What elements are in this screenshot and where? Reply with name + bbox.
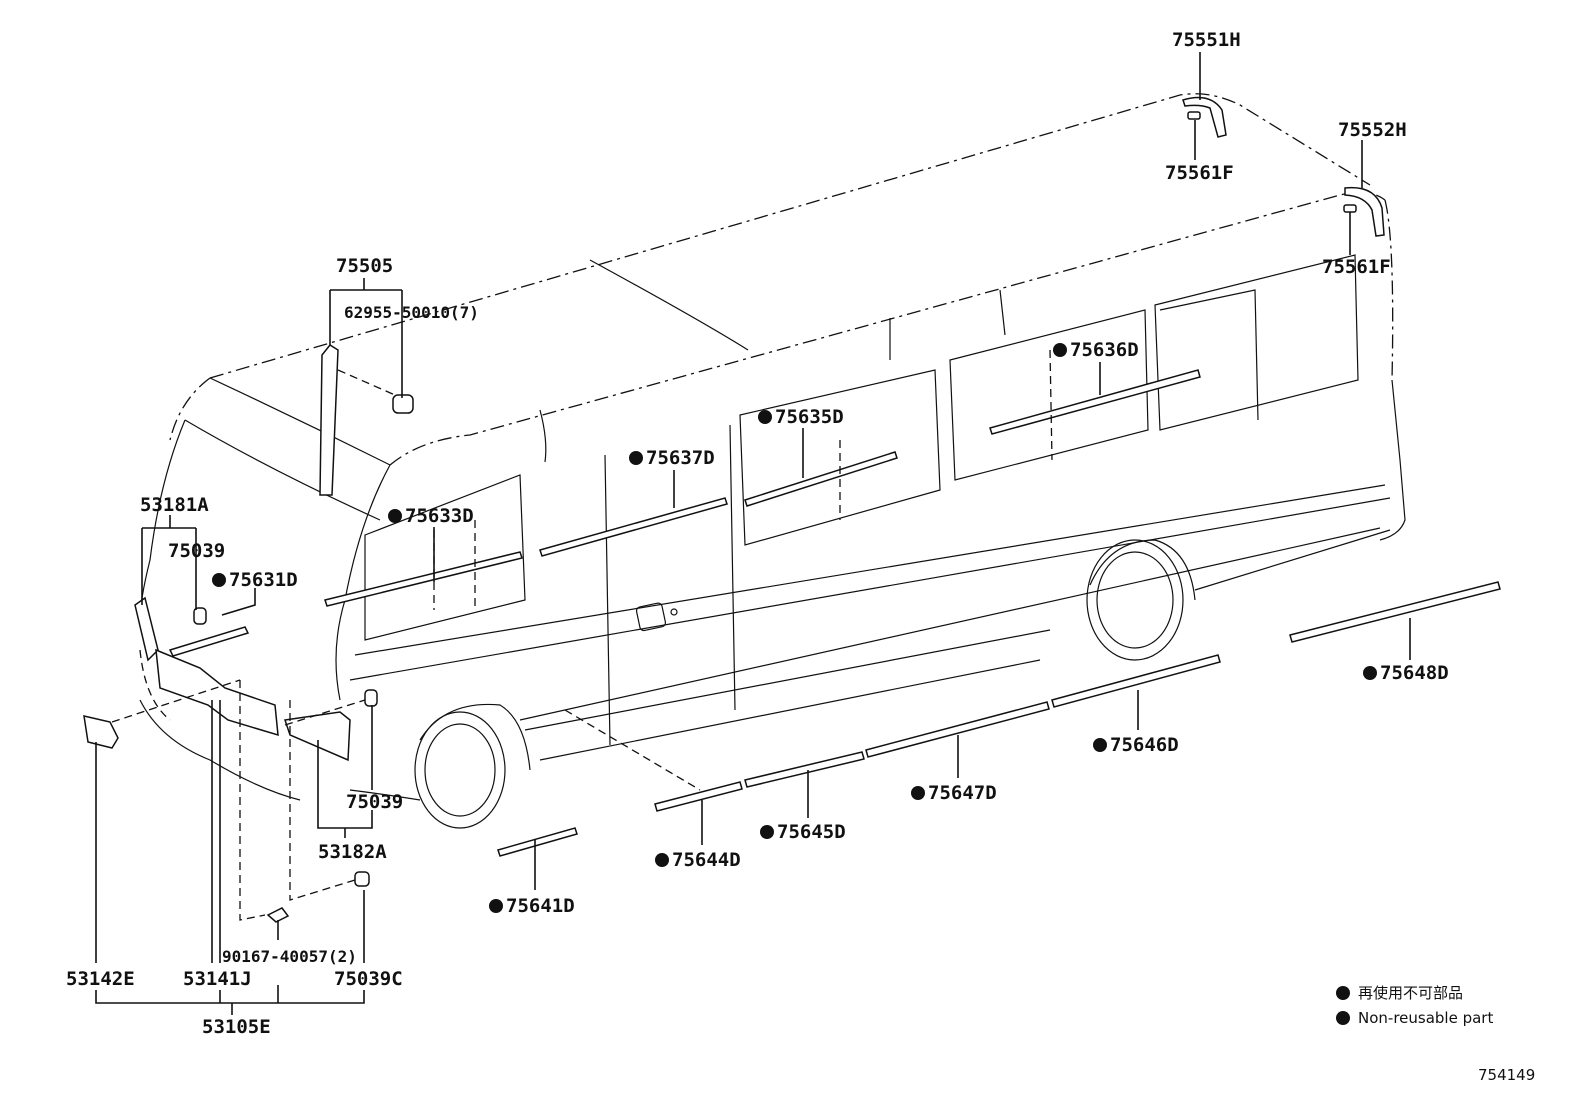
diagram-id: 754149 <box>1478 1066 1535 1084</box>
label-75636D: 75636D <box>1070 339 1139 361</box>
dashed-connectors <box>111 349 1053 921</box>
label-75633D: 75633D <box>405 505 474 527</box>
label-75637D: 75637D <box>646 447 715 469</box>
legend-english: Non-reusable part <box>1358 1009 1493 1027</box>
label-62955-50010: 62955-50010(7) <box>344 303 479 322</box>
label-90167-40057: 90167-40057(2) <box>222 947 357 966</box>
label-53141J: 53141J <box>183 968 252 990</box>
label-53142E: 53142E <box>66 968 135 990</box>
legend-japanese: 再使用不可部品 <box>1358 984 1463 1002</box>
label-75552H: 75552H <box>1338 119 1407 141</box>
leader-lines <box>95 52 1411 1015</box>
label-75647D: 75647D <box>928 782 997 804</box>
label-75551H: 75551H <box>1172 29 1241 51</box>
label-75561F-right: 75561F <box>1322 256 1391 278</box>
label-75635D: 75635D <box>775 406 844 428</box>
label-53105E: 53105E <box>202 1016 271 1038</box>
label-75644D: 75644D <box>672 849 741 871</box>
label-75039-lower: 75039 <box>346 791 403 813</box>
label-75646D: 75646D <box>1110 734 1179 756</box>
part-labels: 75551H 75561F 75552H 75561F 75505 62955-… <box>66 29 1449 1038</box>
label-75641D: 75641D <box>506 895 575 917</box>
label-75648D: 75648D <box>1380 662 1449 684</box>
parts-shapes <box>83 96 1501 923</box>
label-75645D: 75645D <box>777 821 846 843</box>
label-75039C: 75039C <box>334 968 403 990</box>
label-75561F-top: 75561F <box>1165 162 1234 184</box>
bus-body-outline <box>139 93 1406 829</box>
label-53182A: 53182A <box>318 841 387 863</box>
label-75039-upper: 75039 <box>168 540 225 562</box>
label-75631D: 75631D <box>229 569 298 591</box>
legend: 再使用不可部品 Non-reusable part <box>1358 984 1493 1027</box>
label-53181A: 53181A <box>140 494 209 516</box>
non-reusable-markers <box>212 343 1377 1025</box>
label-75505: 75505 <box>336 255 393 277</box>
